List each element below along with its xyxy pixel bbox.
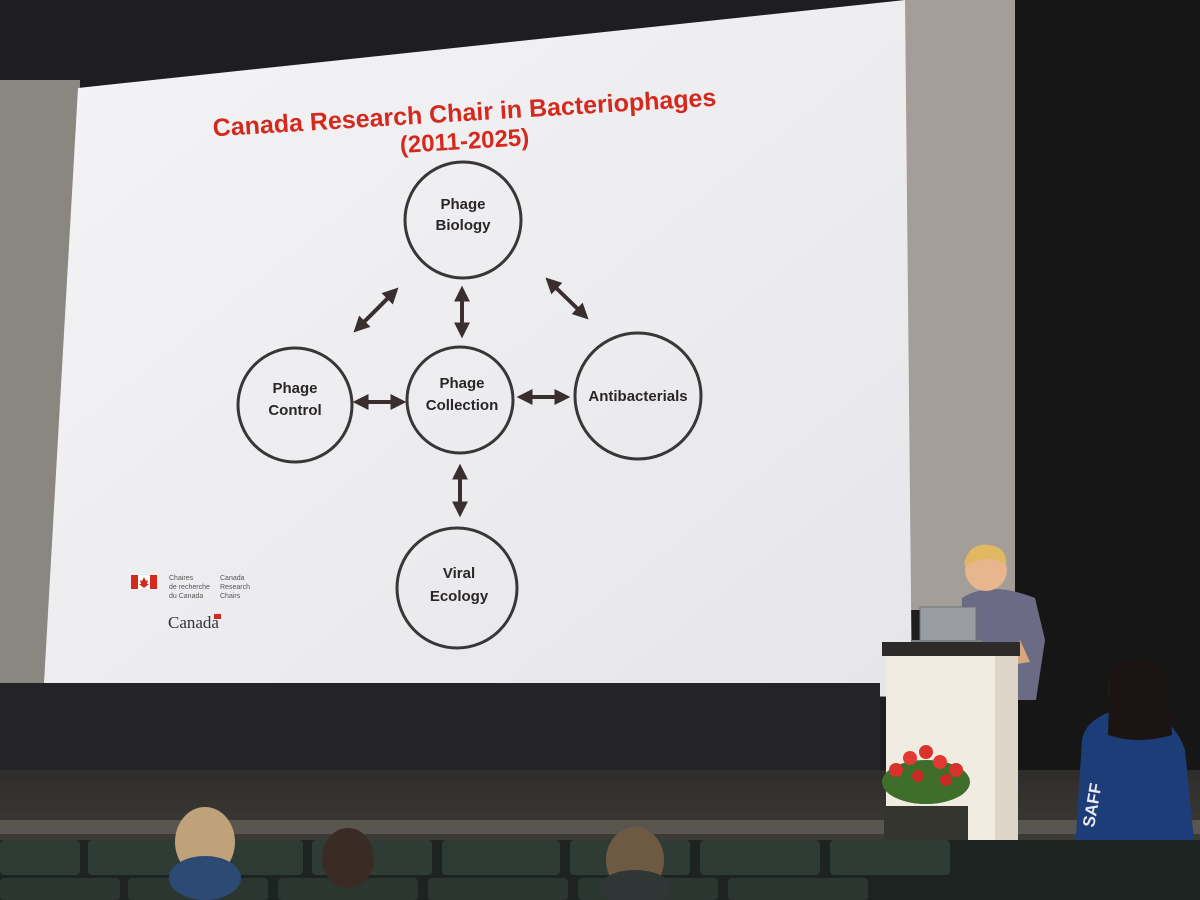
laptop [912, 606, 982, 645]
logo-en-line3: Chairs [220, 593, 241, 600]
diagram-arrows [352, 277, 589, 518]
canada-flag-icon [131, 575, 157, 589]
node-viral-ecology: Viral Ecology [395, 526, 519, 650]
node-viral-ecology-line1: Viral [443, 565, 475, 582]
logo-wordmark: Canada [168, 613, 219, 632]
arrow-biology-control [353, 287, 399, 333]
node-phage-collection: Phage Collection [405, 345, 515, 455]
node-phage-biology-line2: Biology [436, 217, 492, 234]
node-phage-control-line2: Control [268, 402, 321, 419]
node-phage-biology: Phage Biology [403, 160, 523, 280]
logo-fr-line2: de recherche [169, 584, 210, 591]
logo-fr-line3: du Canada [169, 593, 203, 600]
node-phage-collection-line1: Phage [439, 375, 484, 392]
logo-en-line2: Research [220, 584, 250, 591]
flower-planter [882, 745, 970, 840]
crc-logo: Chaires de recherche du Canada Canada Re… [131, 575, 250, 632]
projection-screen [44, 0, 912, 697]
node-antibacterials: Antibacterials [573, 331, 703, 461]
logo-en-line1: Canada [220, 575, 245, 582]
arrow-biology-antibacterials [545, 277, 589, 320]
node-phage-collection-line2: Collection [426, 397, 499, 414]
node-viral-ecology-line2: Ecology [430, 588, 489, 605]
wordmark-flag-icon [214, 614, 221, 619]
node-phage-biology-line1: Phage [440, 196, 485, 213]
node-phage-control: Phage Control [236, 346, 354, 464]
node-antibacterials-line1: Antibacterials [588, 388, 687, 405]
node-phage-control-line1: Phage [272, 380, 317, 397]
logo-fr-line1: Chaires [169, 575, 194, 582]
right-wall-panel [905, 0, 1015, 610]
audience-heads [169, 807, 671, 900]
